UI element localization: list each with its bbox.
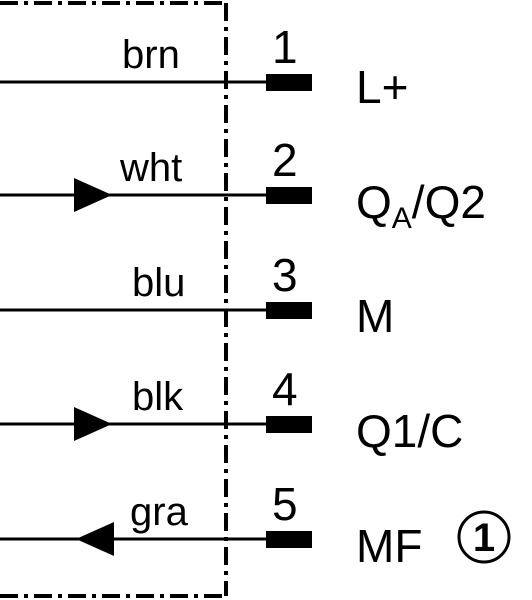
signal-label: M — [356, 290, 394, 342]
signal-label: L+ — [356, 61, 408, 113]
pin-row-4: blk 4 Q1/C — [0, 363, 463, 457]
note-marker-number: 1 — [473, 516, 495, 560]
arrow-right-icon — [74, 178, 112, 212]
signal-label-subscript: A — [392, 202, 412, 235]
pin-number: 1 — [272, 21, 298, 73]
pin-terminal-1 — [266, 74, 312, 91]
pin-number: 4 — [272, 363, 298, 415]
signal-label: MF — [356, 520, 422, 572]
wire-color-label: gra — [130, 490, 189, 534]
arrow-left-icon — [76, 522, 114, 556]
signal-label-rest: /Q2 — [412, 176, 486, 228]
note-marker-circle-icon — [457, 510, 511, 564]
signal-label-main: Q — [356, 176, 392, 228]
pin-row-5: gra 5 MF 1 — [0, 478, 511, 572]
pin-number: 3 — [272, 249, 298, 301]
pin-terminal-4 — [266, 416, 312, 433]
pin-row-2: wht 2 QA/Q2 — [0, 134, 486, 235]
pin-terminal-5 — [266, 531, 312, 548]
arrow-right-icon — [74, 407, 112, 441]
wire-color-label: brn — [122, 33, 180, 77]
housing-boundary — [0, 1, 228, 598]
pin-terminal-3 — [266, 302, 312, 319]
wire-color-label: blk — [132, 375, 184, 419]
pin-terminal-2 — [266, 187, 312, 204]
pin-number: 2 — [272, 134, 298, 186]
pin-number: 5 — [272, 478, 298, 530]
pin-row-1: brn 1 L+ — [0, 21, 408, 113]
signal-label: Q1/C — [356, 405, 463, 457]
wire-color-label: wht — [119, 146, 182, 190]
signal-label: QA/Q2 — [356, 176, 486, 235]
wire-color-label: blu — [132, 261, 185, 305]
pin-row-3: blu 3 M — [0, 249, 394, 342]
